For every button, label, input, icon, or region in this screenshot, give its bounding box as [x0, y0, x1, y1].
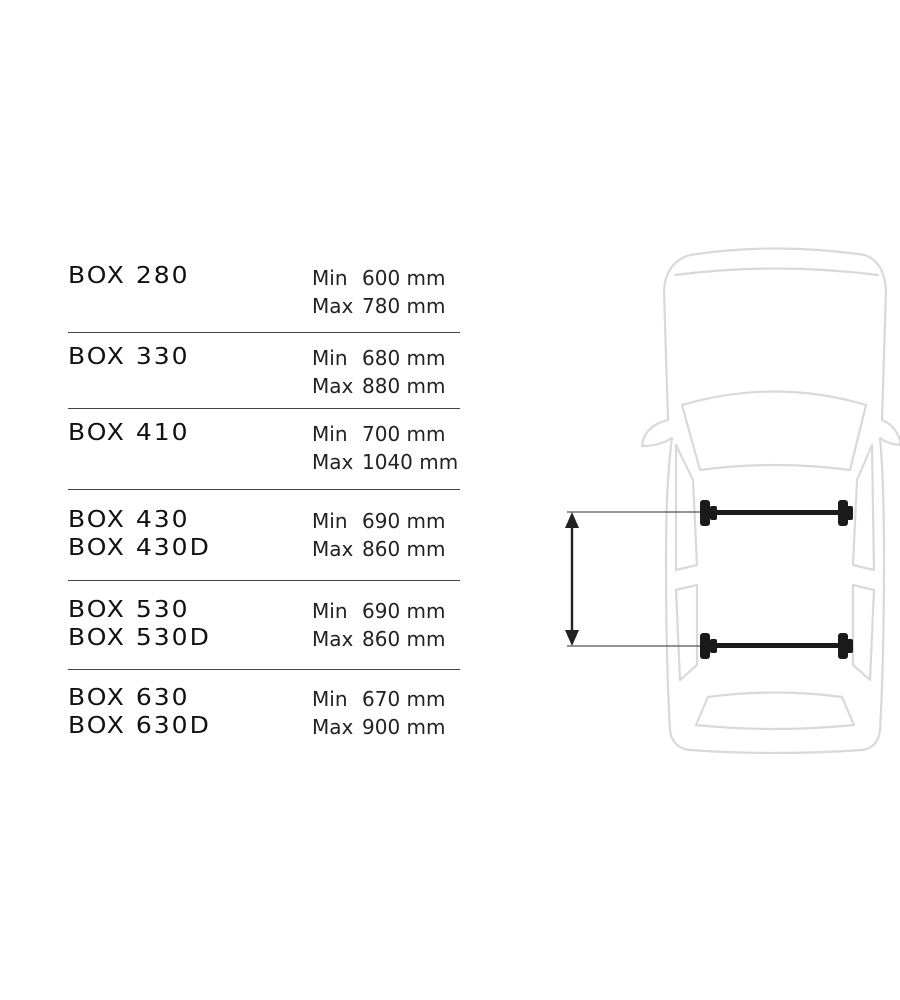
car-left-front-window [674, 443, 699, 572]
spec-table: BOX 280 Min 600 mm Max 780 mm BOX 330 Min 6… [68, 250, 460, 750]
max-line: Max 900 mm [312, 713, 446, 741]
max-value: 880 mm [362, 374, 446, 398]
model-name: BOX 430 [68, 506, 190, 533]
max-line: Max 860 mm [312, 625, 446, 653]
distance-range: Min 700 mm Max 1040 mm [312, 420, 458, 476]
max-label: Max [312, 374, 354, 398]
min-line: Min 680 mm [312, 344, 446, 372]
max-value: 860 mm [362, 627, 446, 651]
max-line: Max 880 mm [312, 372, 446, 400]
max-value: 1040 mm [362, 450, 459, 474]
car-body-outline [640, 247, 900, 755]
model-names: BOX 330 [68, 344, 190, 372]
min-line: Min 690 mm [312, 597, 446, 625]
min-value: 690 mm [362, 599, 446, 623]
car-rear-window [694, 691, 856, 731]
spec-row-box-430: BOX 430 BOX 430D Min 690 mm Max 860 mm [68, 490, 460, 581]
min-line: Min 670 mm [312, 685, 446, 713]
car-left-rear-window [674, 583, 699, 682]
max-value: 900 mm [362, 715, 446, 739]
min-value: 700 mm [362, 422, 446, 446]
car-right-rear-window [851, 583, 876, 682]
model-name: BOX 630 [68, 684, 190, 711]
max-value: 860 mm [362, 537, 446, 561]
min-label: Min [312, 266, 348, 290]
min-label: Min [312, 346, 348, 370]
max-line: Max 1040 mm [312, 448, 458, 476]
model-names: BOX 530 BOX 530D [68, 597, 211, 653]
spec-row-box-530: BOX 530 BOX 530D Min 690 mm Max 860 mm [68, 581, 460, 670]
min-value: 670 mm [362, 687, 446, 711]
min-label: Min [312, 599, 348, 623]
min-label: Min [312, 687, 348, 711]
car-hood-line [673, 267, 880, 277]
max-label: Max [312, 294, 354, 318]
distance-range: Min 680 mm Max 880 mm [312, 344, 446, 400]
model-name: BOX 530D [68, 624, 211, 651]
distance-range: Min 670 mm Max 900 mm [312, 685, 446, 741]
model-name: BOX 410 [68, 419, 190, 446]
model-name: BOX 280 [68, 262, 190, 289]
model-names: BOX 280 [68, 263, 190, 291]
max-label: Max [312, 450, 354, 474]
min-label: Min [312, 509, 348, 533]
min-line: Min 600 mm [312, 264, 446, 292]
max-label: Max [312, 537, 354, 561]
max-label: Max [312, 627, 354, 651]
model-name: BOX 330 [68, 343, 190, 370]
min-value: 600 mm [362, 266, 446, 290]
roof-bar-icon [700, 500, 853, 659]
model-name: BOX 430D [68, 534, 211, 561]
max-value: 780 mm [362, 294, 446, 318]
min-line: Min 690 mm [312, 507, 446, 535]
distance-range: Min 690 mm Max 860 mm [312, 507, 446, 563]
spec-row-box-330: BOX 330 Min 680 mm Max 880 mm [68, 333, 460, 409]
model-names: BOX 410 [68, 420, 190, 448]
model-name: BOX 630D [68, 712, 211, 739]
model-name: BOX 530 [68, 596, 190, 623]
model-names: BOX 430 BOX 430D [68, 507, 211, 563]
max-label: Max [312, 715, 354, 739]
max-line: Max 860 mm [312, 535, 446, 563]
min-label: Min [312, 422, 348, 446]
distance-range: Min 600 mm Max 780 mm [312, 264, 446, 320]
min-value: 690 mm [362, 509, 446, 533]
car-windshield [680, 390, 868, 472]
car-right-front-window [851, 443, 876, 572]
min-line: Min 700 mm [312, 420, 458, 448]
spec-row-box-280: BOX 280 Min 600 mm Max 780 mm [68, 250, 460, 333]
spec-row-box-630: BOX 630 BOX 630D Min 670 mm Max 900 mm [68, 670, 460, 750]
double-arrow-icon [565, 512, 579, 646]
max-line: Max 780 mm [312, 292, 446, 320]
model-names: BOX 630 BOX 630D [68, 685, 211, 741]
min-value: 680 mm [362, 346, 446, 370]
dimension-guides [567, 511, 705, 647]
car-top-view-icon [640, 247, 900, 755]
spec-row-box-410: BOX 410 Min 700 mm Max 1040 mm [68, 409, 460, 490]
distance-range: Min 690 mm Max 860 mm [312, 597, 446, 653]
